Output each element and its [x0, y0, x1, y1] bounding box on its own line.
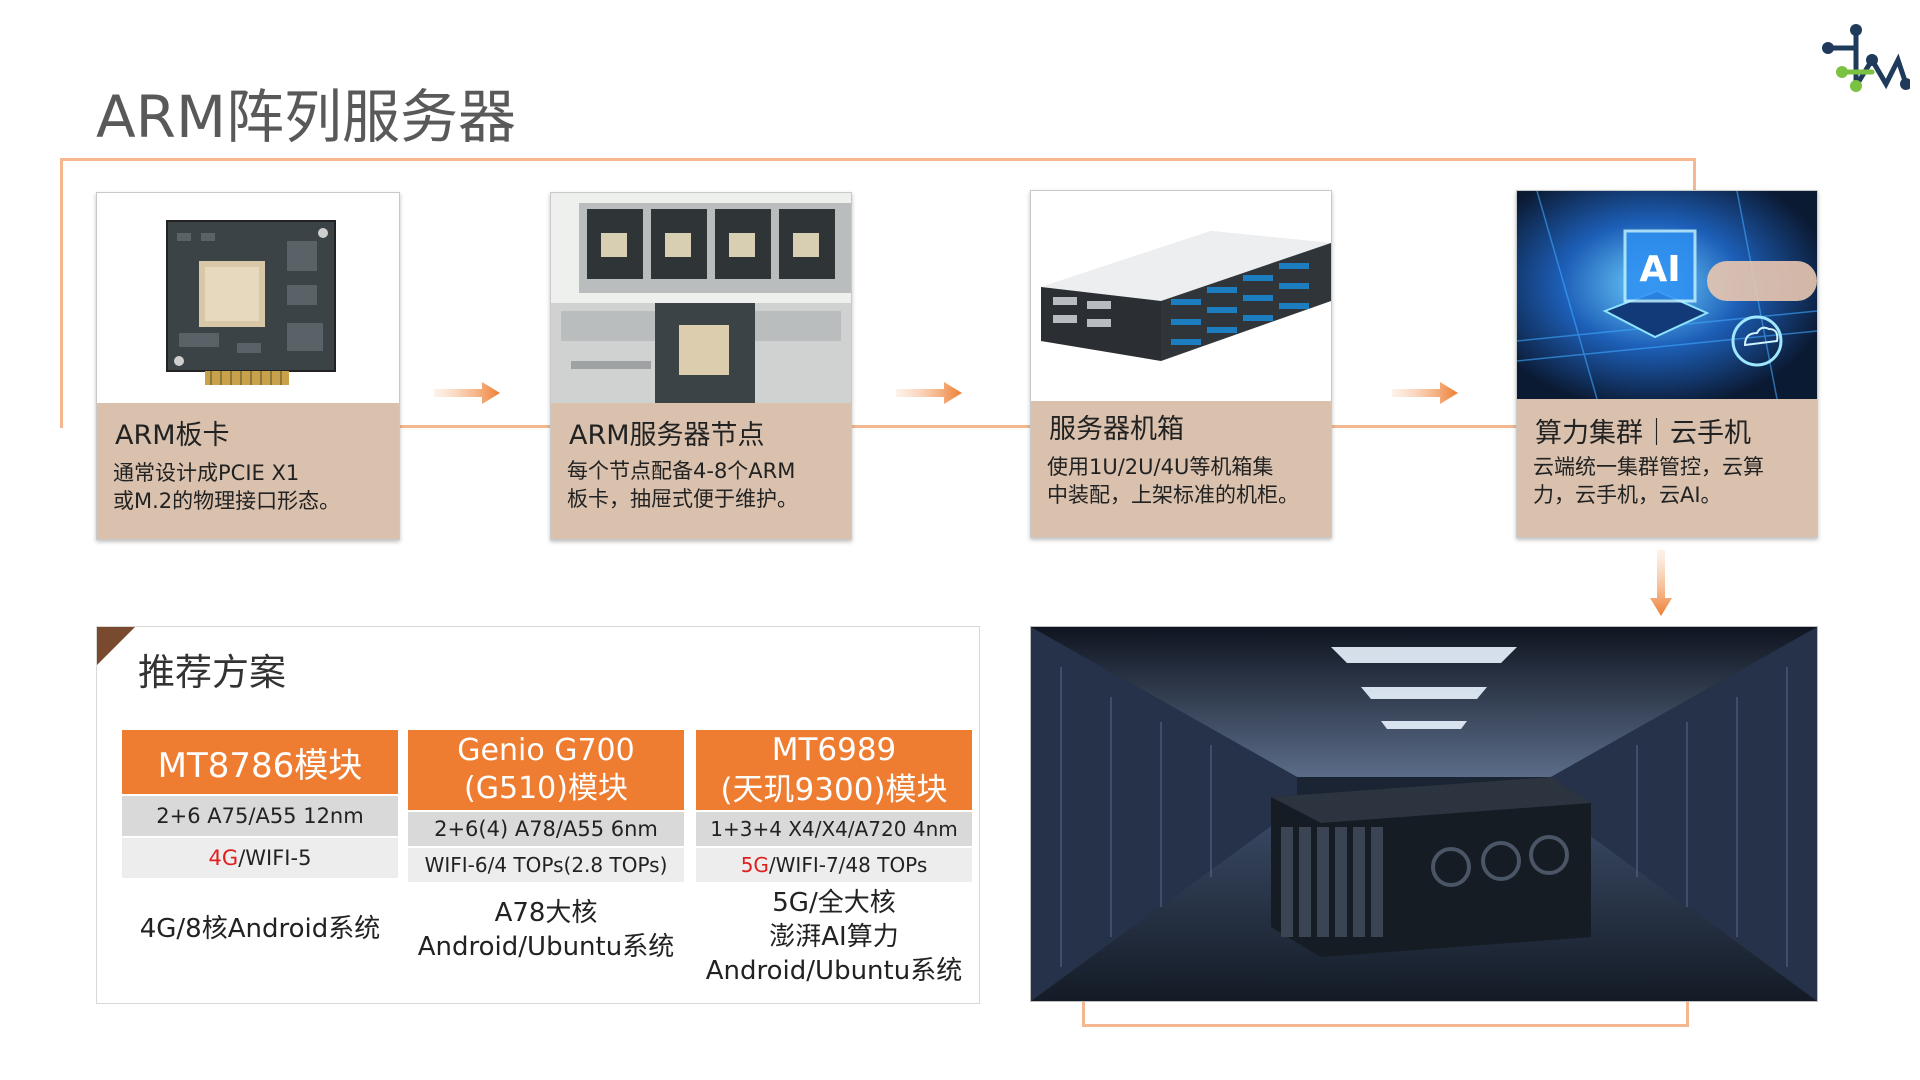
card-title: ARM板卡: [115, 420, 230, 451]
conn-highlight: 4G: [208, 846, 239, 870]
summary-line: 4G/8核Android系统: [139, 914, 381, 944]
arrow-right-icon: [434, 382, 500, 404]
connector-card3-4: [1330, 425, 1516, 428]
module-connectivity: 4G/WIFI-5: [122, 838, 398, 878]
connector-right-line: [1693, 158, 1696, 190]
page-title: ARM阵列服务器: [96, 83, 517, 151]
conn-rest: /WIFI-7/48 TOPs: [768, 853, 928, 877]
connector-left-line: [60, 158, 63, 428]
server-node-photo: [551, 193, 851, 403]
module-name: MT6989: [771, 732, 897, 768]
svg-text:AI: AI: [1639, 249, 1680, 290]
conn-rest: WIFI-6/4 TOPs(2.8 TOPs): [424, 853, 668, 877]
module-connectivity: 5G/WIFI-7/48 TOPs: [696, 848, 972, 882]
card-title: 算力集群｜云手机: [1535, 418, 1751, 449]
module-spec: 2+6 A75/A55 12nm: [122, 796, 398, 836]
connector-card1-2: [398, 425, 550, 428]
card-desc-line: 中装配，上架标准的机柜。: [1047, 483, 1299, 507]
arrow-right-icon: [896, 382, 962, 404]
card-desc-line: 或M.2的物理接口形态。: [113, 489, 341, 513]
module-spec: 1+3+4 X4/X4/A720 4nm: [696, 812, 972, 846]
corner-triangle-icon: [97, 627, 135, 665]
ai-cloud-photo: AI: [1517, 191, 1817, 399]
module-summary: A78大核 Android/Ubuntu系统: [408, 896, 684, 964]
summary-line: Android/Ubuntu系统: [705, 956, 963, 986]
card-desc-line: 力，云手机，云AI。: [1533, 483, 1722, 507]
arm-board-photo: [97, 193, 399, 403]
module-header: Genio G700 (G510)模块: [408, 730, 684, 810]
datacenter-photo: [1030, 626, 1818, 1002]
card-title: 服务器机箱: [1049, 414, 1184, 445]
arrow-down-icon: [1650, 550, 1672, 616]
card-desc-line: 板卡，抽屉式便于维护。: [567, 487, 798, 511]
module-summary: 4G/8核Android系统: [122, 912, 398, 946]
module-header: MT6989 (天玑9300)模块: [696, 730, 972, 810]
connector-bottom-left: [1082, 1000, 1085, 1027]
module-name: (天玑9300)模块: [720, 772, 948, 808]
brand-logo-icon: [1822, 24, 1910, 92]
card-title: ARM服务器节点: [569, 420, 765, 451]
conn-highlight: 5G: [740, 853, 769, 877]
summary-line: 澎湃AI算力: [769, 922, 899, 952]
connector-bottom-line: [1082, 1024, 1689, 1027]
connector-card2-3: [850, 425, 1030, 428]
server-chassis-photo: [1031, 191, 1331, 401]
module-connectivity: WIFI-6/4 TOPs(2.8 TOPs): [408, 848, 684, 882]
summary-line: A78大核: [494, 898, 598, 928]
flow-card-server-node: ARM服务器节点 每个节点配备4-8个ARM 板卡，抽屉式便于维护。: [550, 192, 852, 540]
flow-card-arm-board: ARM板卡 通常设计成PCIE X1 或M.2的物理接口形态。: [96, 192, 400, 540]
module-summary: 5G/全大核 澎湃AI算力 Android/Ubuntu系统: [696, 886, 972, 988]
recommend-title: 推荐方案: [138, 651, 286, 694]
module-name: (G510)模块: [464, 771, 628, 806]
card-desc-line: 每个节点配备4-8个ARM: [567, 459, 796, 483]
flow-card-server-chassis: 服务器机箱 使用1U/2U/4U等机箱集 中装配，上架标准的机柜。: [1030, 190, 1332, 538]
conn-rest: /WIFI-5: [238, 846, 312, 870]
flow-card-ai-cloud: AI 算力集群｜云手机 云端统一集群管控，云算 力，云手机，云AI。: [1516, 190, 1818, 538]
card-desc-line: 通常设计成PCIE X1: [113, 461, 300, 485]
summary-line: 5G/全大核: [772, 888, 896, 918]
module-name: MT8786模块: [157, 745, 363, 786]
summary-line: Android/Ubuntu系统: [417, 932, 675, 962]
module-spec: 2+6(4) A78/A55 6nm: [408, 812, 684, 846]
connector-top-line: [60, 158, 1696, 161]
card-desc-line: 云端统一集群管控，云算: [1533, 455, 1764, 479]
card-desc-line: 使用1U/2U/4U等机箱集: [1047, 455, 1274, 479]
module-name: Genio G700: [457, 733, 635, 768]
module-header: MT8786模块: [122, 730, 398, 794]
arrow-right-icon: [1392, 382, 1458, 404]
